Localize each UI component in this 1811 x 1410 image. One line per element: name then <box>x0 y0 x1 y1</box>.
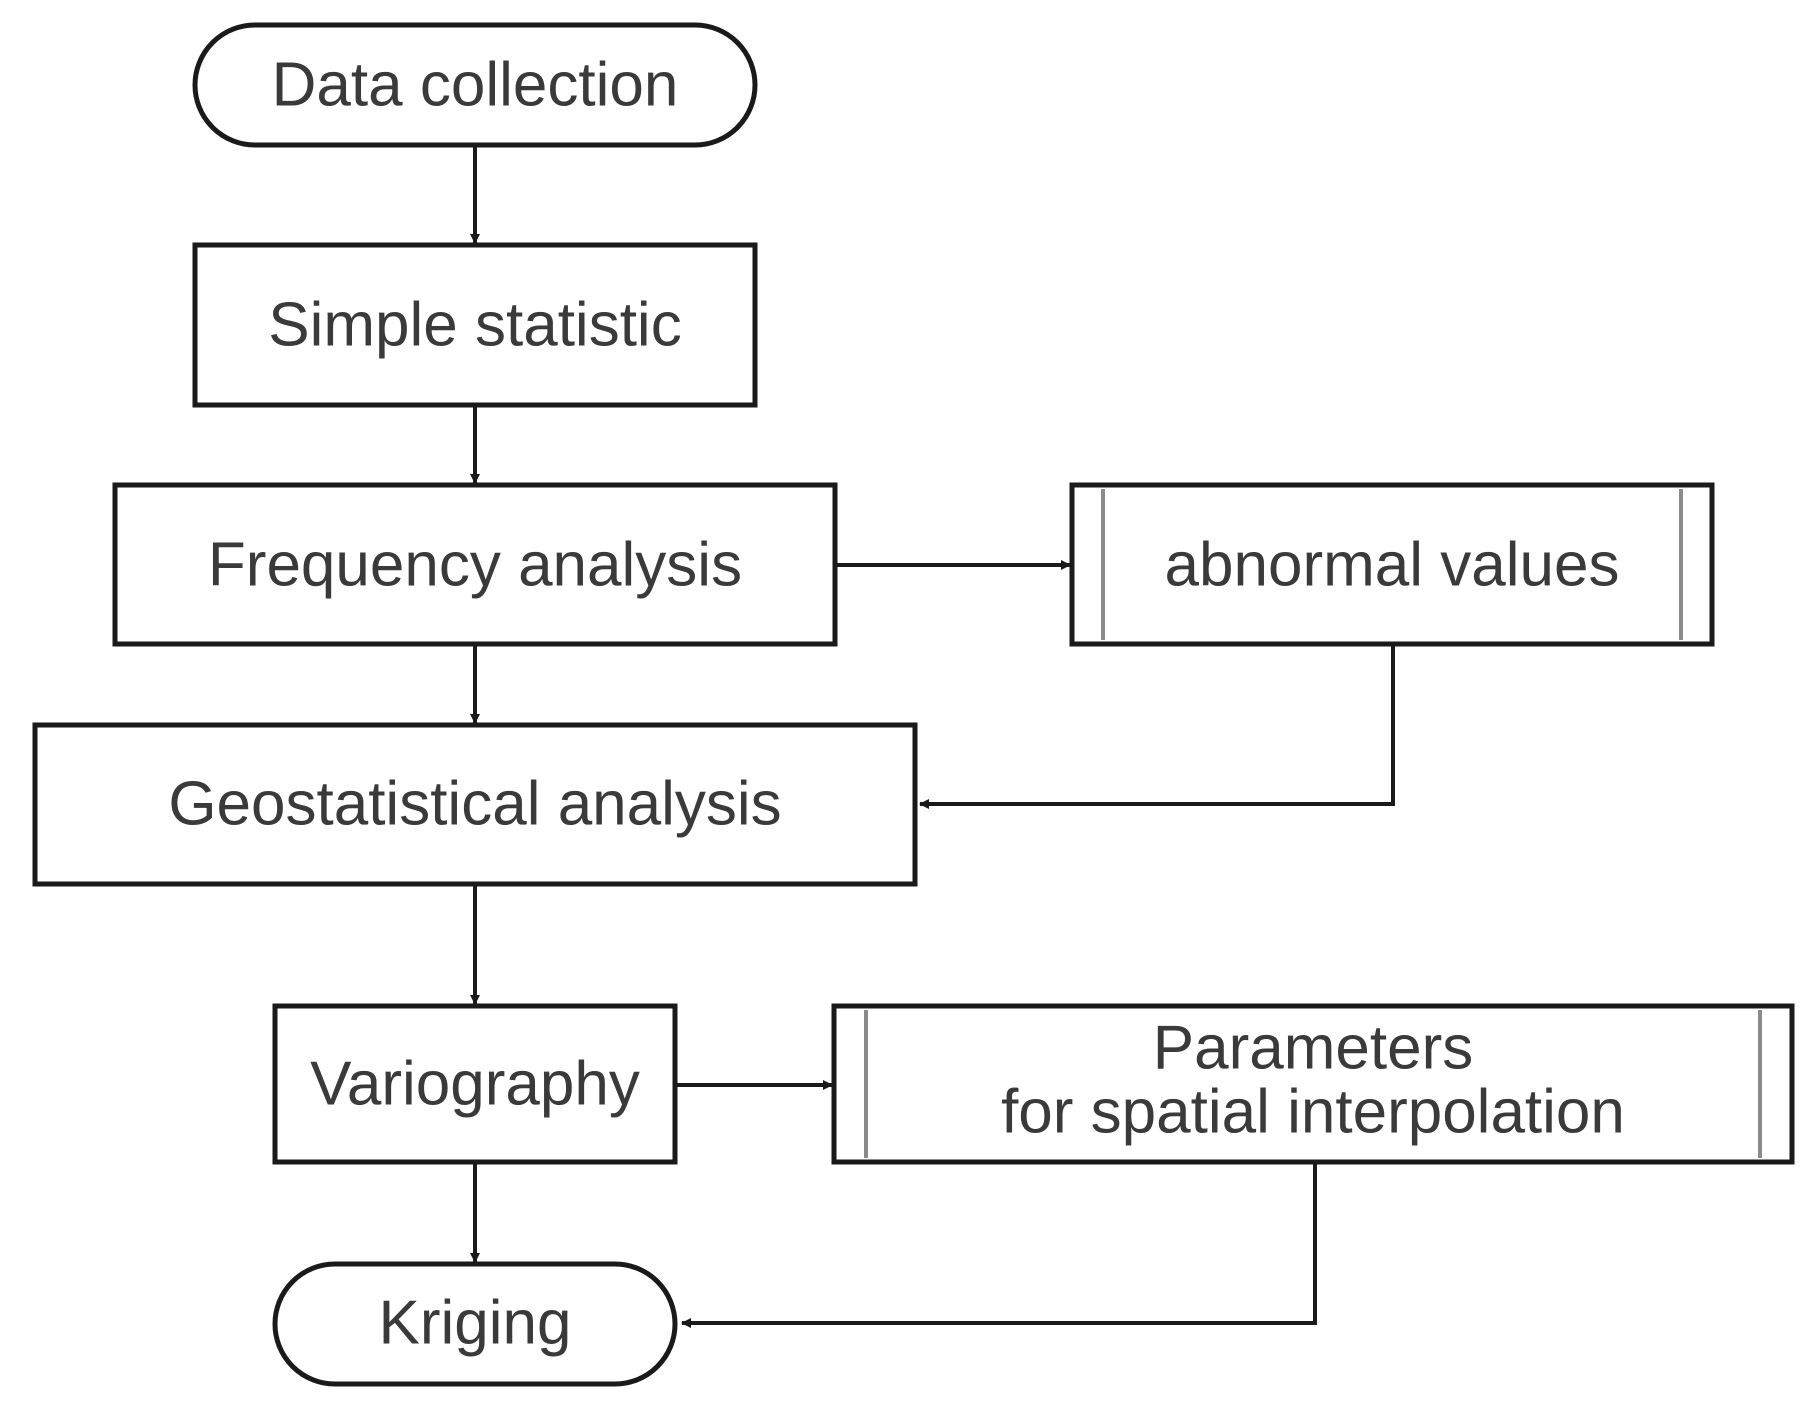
node-geostatistical-analysis: Geostatistical analysis <box>32 722 918 887</box>
frequency-analysis-label: Frequency analysis <box>208 531 742 600</box>
node-data-collection: Data collection <box>192 22 758 148</box>
parameters-label-line1: Parameters <box>1153 1014 1473 1083</box>
data-collection-label: Data collection <box>272 51 679 120</box>
node-simple-statistic: Simple statistic <box>192 242 758 408</box>
parameters-label-line2: for spatial interpolation <box>1001 1078 1625 1147</box>
arrow-parameters-to-kriging <box>681 1164 1317 1328</box>
node-abnormal-values: abnormal values <box>1069 482 1715 647</box>
kriging-label: Kriging <box>379 1289 572 1358</box>
abnormal-values-label: abnormal values <box>1165 531 1620 600</box>
geostatistical-analysis-label: Geostatistical analysis <box>168 770 781 839</box>
arrow-abnormal-values-to-geostatistical-analysis <box>919 646 1395 809</box>
node-variography: Variography <box>272 1003 678 1165</box>
node-parameters: Parameters for spatial interpolation <box>831 1003 1795 1165</box>
simple-statistic-label: Simple statistic <box>268 291 681 360</box>
variography-label: Variography <box>310 1050 640 1119</box>
node-kriging: Kriging <box>272 1261 678 1387</box>
node-frequency-analysis: Frequency analysis <box>112 482 838 647</box>
